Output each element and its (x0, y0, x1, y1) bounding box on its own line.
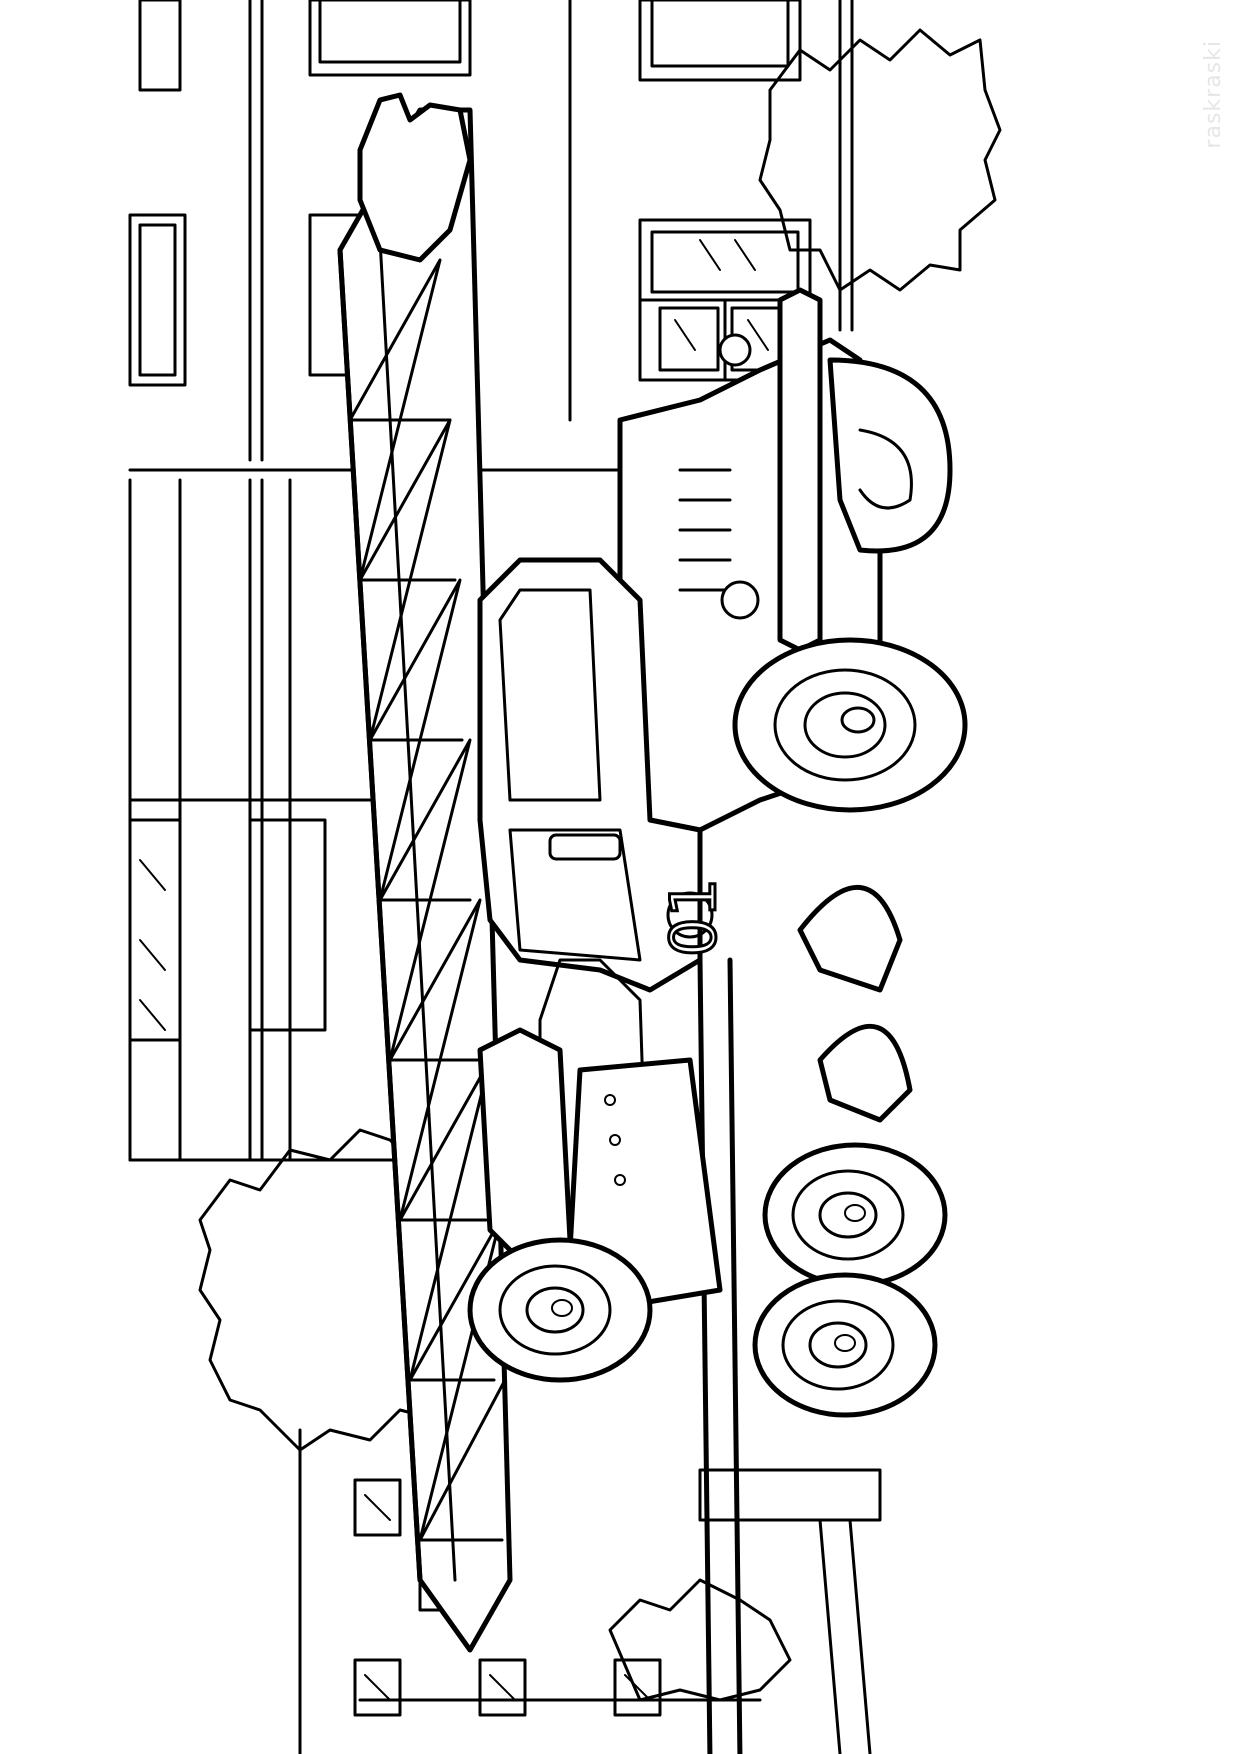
left-wheel (467, 1237, 653, 1383)
ladder (337, 92, 513, 1653)
wheels (467, 357, 968, 1418)
rear-bumper (698, 1468, 882, 1754)
rear-wheel-2 (752, 1272, 938, 1418)
watermark-text: raskraski (1201, 40, 1226, 149)
vehicle-number-text: 01 (657, 878, 730, 957)
pavement (298, 1428, 762, 1754)
front-wheel (732, 637, 968, 813)
front-wheel-upper (827, 357, 953, 554)
